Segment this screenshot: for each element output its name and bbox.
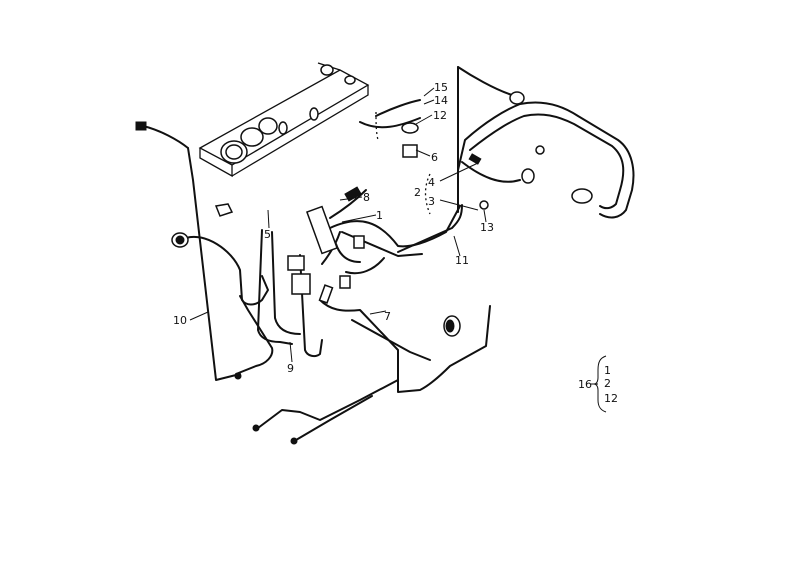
wiring-harness xyxy=(142,66,635,441)
connector-plug-icon xyxy=(135,121,147,131)
callout-12: 12 xyxy=(433,109,447,122)
components xyxy=(135,91,593,445)
leader-lines xyxy=(189,87,607,413)
callout-3: 3 xyxy=(428,195,435,208)
callout-15: 15 xyxy=(434,81,448,94)
callout-2: 2 xyxy=(414,186,421,199)
warning-lamp xyxy=(278,121,288,135)
horn-icon xyxy=(571,188,593,204)
instrument-panel xyxy=(198,62,370,178)
bulb-socket-icon xyxy=(509,91,525,105)
callout-1: 1 xyxy=(376,209,383,222)
callout-6: 6 xyxy=(431,151,438,164)
switch-6-icon xyxy=(402,144,418,158)
ignition-switch-icon xyxy=(214,203,234,217)
callout-9: 9 xyxy=(287,362,294,375)
relay-icon xyxy=(287,255,305,271)
regulator-icon xyxy=(305,205,339,255)
connector-13-icon xyxy=(479,200,489,210)
callout-labels: 1 2 3 4 5 6 7 8 9 10 11 12 13 14 15 16 1… xyxy=(173,81,618,405)
sensor-icon xyxy=(521,168,535,184)
gauge-middle xyxy=(240,127,264,147)
ground-terminal-icon xyxy=(252,424,260,432)
callout-11: 11 xyxy=(455,254,469,267)
callout-4: 4 xyxy=(428,176,435,189)
warning-lamp xyxy=(309,107,319,121)
callout-8: 8 xyxy=(363,191,370,204)
bracket-item-bottom: 12 xyxy=(604,392,618,405)
bracket-item-top: 1 xyxy=(604,364,611,377)
callout-7: 7 xyxy=(384,310,391,323)
bracket-item-middle: 2 xyxy=(604,377,611,390)
indicator-lamp xyxy=(320,64,334,76)
callout-13: 13 xyxy=(480,221,494,234)
callout-10: 10 xyxy=(173,314,187,327)
callout-16: 16 xyxy=(578,378,592,391)
switch-icon xyxy=(401,122,419,134)
ground-terminal-icon xyxy=(290,437,298,445)
indicator-lamp xyxy=(344,75,356,85)
callout-5: 5 xyxy=(264,228,271,241)
callout-14: 14 xyxy=(434,94,448,107)
fuse-box-icon xyxy=(291,273,311,295)
gauge-right xyxy=(258,117,278,135)
